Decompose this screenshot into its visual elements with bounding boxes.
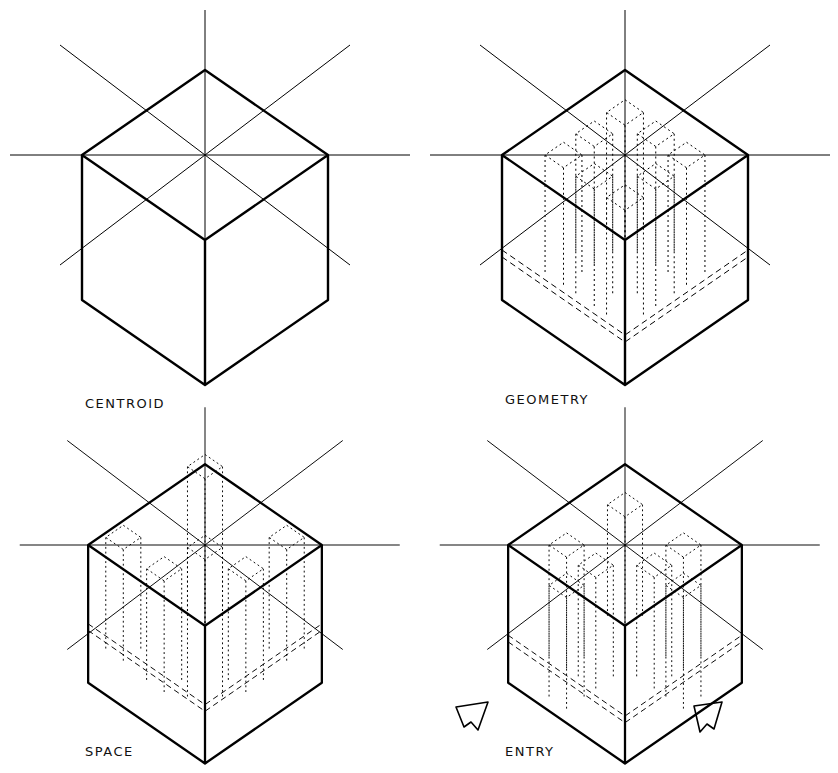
- column: [545, 142, 582, 287]
- column: [578, 553, 613, 691]
- cube-outline: [20, 407, 400, 763]
- column: [637, 121, 674, 266]
- column: [576, 164, 613, 309]
- column: [228, 557, 263, 695]
- panel-caption: CENTROID: [85, 396, 165, 411]
- column: [668, 142, 705, 287]
- cube-outline: [430, 10, 830, 385]
- column: [106, 525, 141, 663]
- space-cube: [20, 407, 400, 763]
- centroid-cube: [10, 10, 410, 385]
- panel-caption: SPACE: [85, 744, 134, 759]
- entry-arrow: [694, 702, 722, 732]
- column: [576, 121, 613, 266]
- column: [637, 553, 672, 691]
- panel-caption: ENTRY: [505, 744, 555, 759]
- column: [147, 557, 182, 695]
- cube-outline: [440, 407, 820, 763]
- geometry-cube: [430, 10, 830, 385]
- panel-caption: GEOMETRY: [505, 392, 589, 407]
- column: [637, 164, 674, 309]
- entry-cube: [440, 407, 820, 763]
- column: [269, 525, 304, 663]
- entry-arrow: [456, 702, 488, 730]
